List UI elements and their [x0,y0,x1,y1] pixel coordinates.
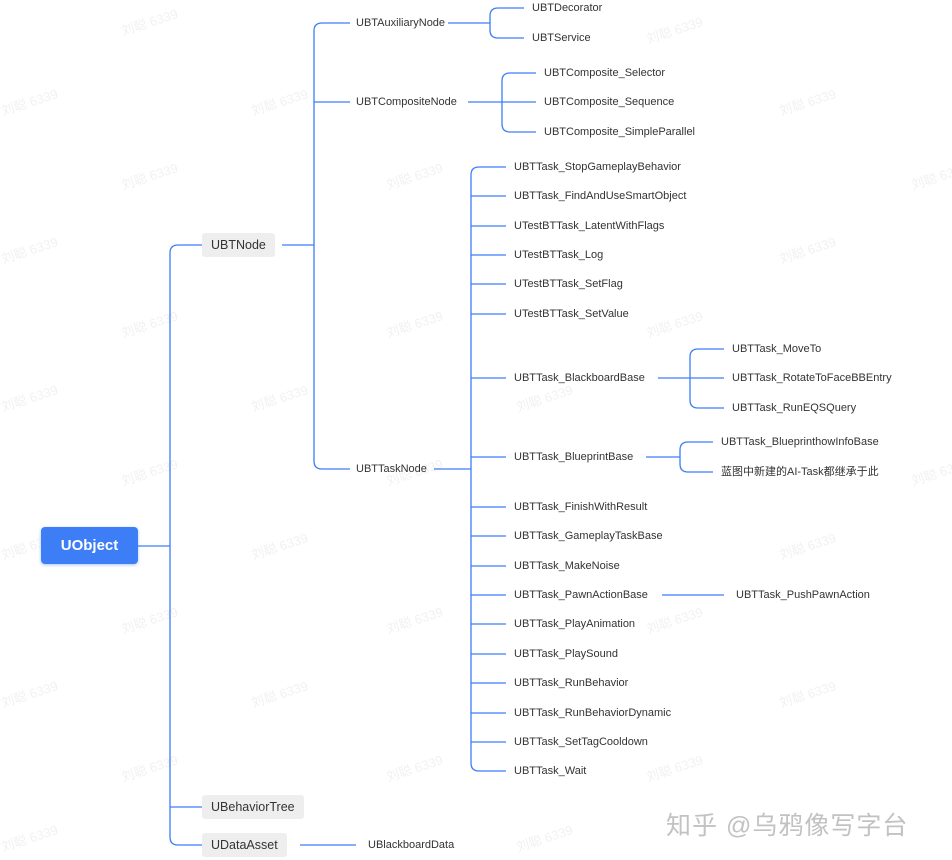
node-task[interactable]: UBTTask_PlaySound [514,648,618,660]
node-ubtdecorator[interactable]: UBTDecorator [532,2,603,14]
connector-branch [470,469,506,772]
node-task[interactable]: UBTTask_PlayAnimation [514,618,636,630]
node-task[interactable]: UBTTask_BlueprintBase [514,451,634,463]
node-ubtservice[interactable]: UBTService [532,32,591,44]
node-ubtnode[interactable]: UBTNode [202,233,275,257]
node-task[interactable]: UTestBTTask_Log [514,249,604,261]
node-blueprint-note[interactable]: 蓝图中新建的AI-Task都继承于此 [721,466,879,478]
node-pushpawnaction[interactable]: UBTTask_PushPawnAction [736,589,870,601]
node-udataasset[interactable]: UDataAsset [202,833,287,857]
connector-branch [689,378,724,409]
connector-branch [501,102,536,133]
connector-branch [679,441,713,457]
connector-branch [489,7,524,23]
node-task[interactable]: UBTTask_FindAndUseSmartObject [514,190,687,202]
node-task[interactable]: UTestBTTask_SetFlag [514,278,623,290]
connector-branch [501,72,536,102]
node-blueprinthowinfobase[interactable]: UBTTask_BlueprinthowInfoBase [721,436,879,448]
node-rotatetofacebbentry[interactable]: UBTTask_RotateToFaceBBEntry [732,372,892,384]
node-task[interactable]: UBTTask_BlackboardBase [514,372,645,384]
node-runeqsquery[interactable]: UBTTask_RunEQSQuery [732,402,857,414]
node-task[interactable]: UTestBTTask_LatentWithFlags [514,220,665,232]
node-task[interactable]: UBTTask_FinishWithResult [514,501,648,513]
node-task[interactable]: UBTTask_RunBehaviorDynamic [514,707,672,719]
node-composite-simpleparallel[interactable]: UBTComposite_SimpleParallel [544,126,696,138]
connector-branch [689,348,724,378]
node-task[interactable]: UBTTask_StopGameplayBehavior [514,161,681,173]
node-ubttasknode[interactable]: UBTTaskNode [356,463,427,475]
node-ubtcompositenode[interactable]: UBTCompositeNode [356,96,457,108]
connector-branch [169,244,202,546]
node-composite-selector[interactable]: UBTComposite_Selector [544,67,666,79]
node-task[interactable]: UBTTask_Wait [514,765,587,777]
connector-branch [313,245,350,470]
credit-watermark: 知乎 @乌鸦像写字台 [666,812,909,840]
node-moveto[interactable]: UBTTask_MoveTo [732,343,822,355]
node-task[interactable]: UTestBTTask_SetValue [514,308,629,320]
connector-branch [470,166,506,469]
connector-branch [679,457,713,473]
node-composite-sequence[interactable]: UBTComposite_Sequence [544,96,675,108]
connector-branch [169,546,202,846]
node-task[interactable]: UBTTask_RunBehavior [514,677,629,689]
node-task[interactable]: UBTTask_MakeNoise [514,560,620,572]
node-uobject[interactable]: UObject [41,527,138,564]
connector-branch [489,23,524,39]
node-ubehaviortree[interactable]: UBehaviorTree [202,795,304,819]
node-ubtauxiliarynode[interactable]: UBTAuxiliaryNode [356,17,446,29]
node-task[interactable]: UBTTask_GameplayTaskBase [514,530,663,542]
node-task[interactable]: UBTTask_SetTagCooldown [514,736,648,748]
node-task[interactable]: UBTTask_PawnActionBase [514,589,648,601]
node-ublackboarddata[interactable]: UBlackboardData [368,839,455,851]
connector-branch [313,22,350,245]
